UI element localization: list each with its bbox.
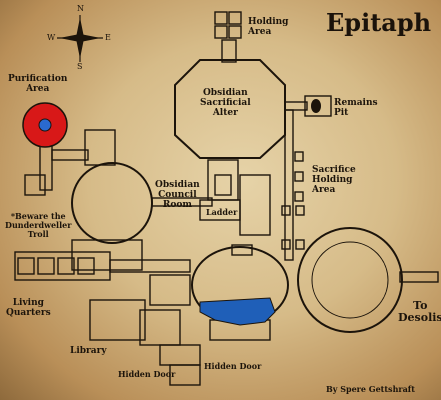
room [37,257,55,275]
holding-cell [295,239,305,250]
holding-cell [281,239,291,250]
holding-cell [228,11,242,25]
holding-cell [228,25,242,39]
corridor-room [71,239,143,271]
compass-s: S [77,62,83,71]
label-hidden-door-2: Hidden Door [204,361,262,371]
room [17,257,35,275]
corridor-room [239,174,271,236]
holding-cell [295,205,305,216]
holding-cell [294,191,304,202]
corridor [151,197,213,207]
corridor [51,149,89,161]
corridor [109,259,191,273]
holding-cell [214,11,228,25]
room [159,344,201,366]
compass [57,15,103,62]
label-holding-area: Holding Area [248,17,289,37]
label-living-quarters: Living Quarters [6,298,51,318]
altar-stairs [207,159,239,201]
stair-room [24,174,46,196]
holding-cell [214,25,228,39]
holding-cell [281,205,291,216]
holding-cell [294,171,304,182]
room [169,364,201,386]
compass-n: N [77,4,84,13]
corridor [231,244,253,256]
remains-pit-room [304,95,332,117]
exit-corridor [399,271,439,283]
label-sacrifice-holding: Sacrifice Holding Area [312,165,356,195]
inner-ring [311,241,389,319]
room [57,257,75,275]
room [139,309,181,346]
stair-room [84,129,116,166]
compass-e: E [105,33,111,42]
ladder-room [214,174,232,196]
living-quarters [14,251,111,281]
corridor [221,39,237,63]
council-room [71,162,153,244]
round-hall [297,227,403,333]
map-title: Epitaph [326,8,432,37]
label-council-room: Obsidian Council Room [155,180,200,210]
compass-w: W [47,33,56,42]
label-beware: *Beware the Dunderdweller Troll [5,211,72,239]
label-obsidian-altar: Obsidian Sacrificial Alter [200,88,251,118]
label-remains-pit: Remains Pit [334,98,378,118]
lake-water [199,297,276,326]
label-library: Library [70,346,107,356]
purification-center [38,118,52,132]
corridor [284,109,294,261]
room [149,274,191,306]
room [77,257,95,275]
holding-cell [294,151,304,162]
label-purification-area: Purification Area [8,74,68,94]
library [89,299,146,341]
remains-pit [311,99,321,113]
label-to-desolis: To Desolis [398,299,441,324]
label-ladder: Ladder [206,207,238,217]
label-hidden-door-1: Hidden Door [118,369,176,379]
corridor [284,101,308,111]
map-credit: By Spere Gettshraft [326,384,415,394]
altar-room [174,59,286,159]
